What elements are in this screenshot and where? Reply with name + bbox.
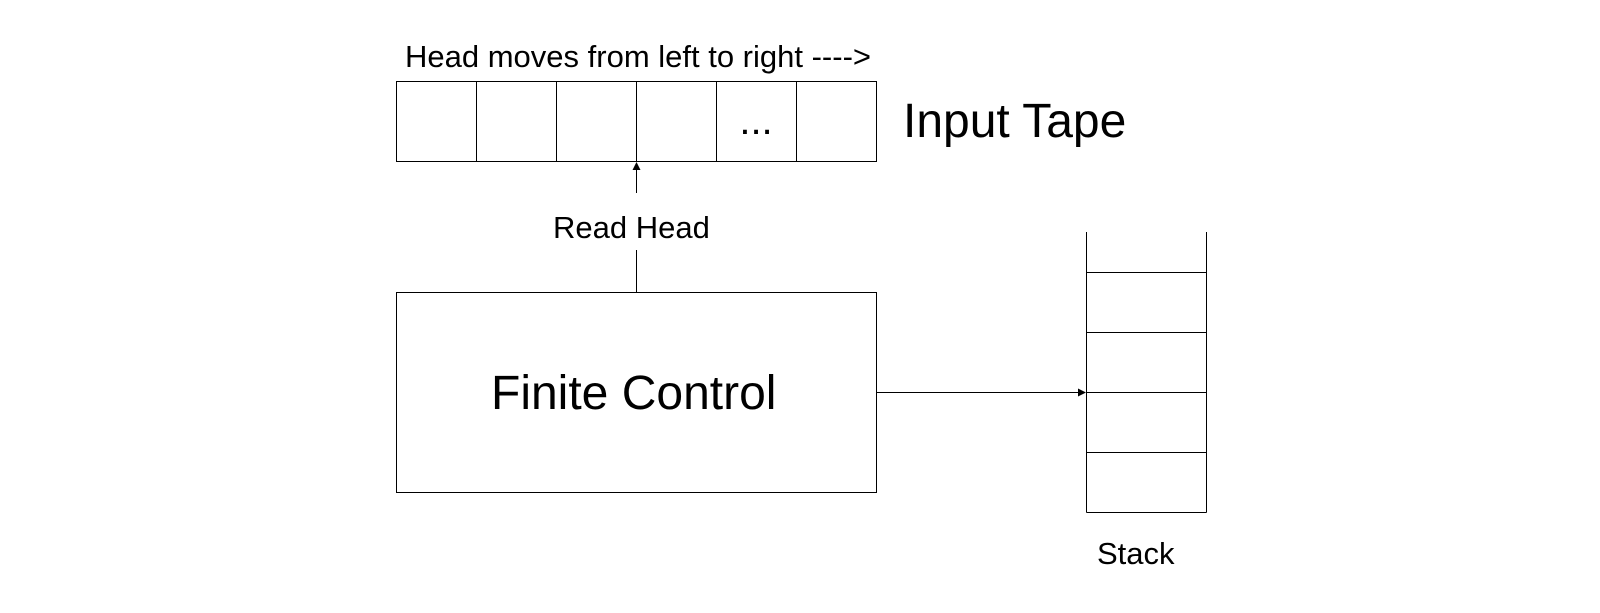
read-head-label: Read Head <box>553 210 710 245</box>
tape-cell-3 <box>556 81 637 162</box>
tape-cell-ellipsis: ... <box>739 99 773 143</box>
tape-cell-6 <box>796 81 877 162</box>
finite-control-label: Finite Control <box>491 367 777 420</box>
stack-label: Stack <box>1097 536 1175 571</box>
tape-cell-1 <box>396 81 477 162</box>
tape-cell-2 <box>476 81 557 162</box>
finite-control-box <box>396 292 877 493</box>
stack <box>1086 232 1207 513</box>
input-tape <box>396 81 877 162</box>
tape-cell-4 <box>636 81 717 162</box>
input-tape-label: Input Tape <box>903 95 1127 148</box>
head-direction-label: Head moves from left to right ----> <box>405 39 871 74</box>
